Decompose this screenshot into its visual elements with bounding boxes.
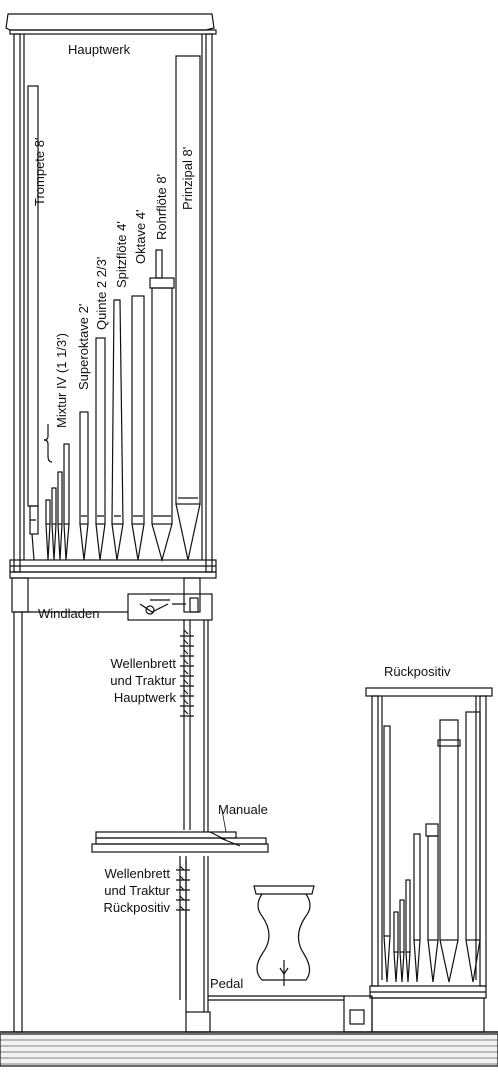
label-pedal: Pedal	[210, 976, 243, 991]
label-trompete: Trompete 8'	[32, 138, 47, 206]
label-traktur-hw-2: und Traktur	[110, 673, 176, 688]
pipe-superoktave	[79, 411, 89, 525]
label-traktur-rp-1: Wellenbrett	[104, 866, 170, 881]
pipe-oktave	[131, 295, 145, 525]
label-mixtur: Mixtur IV (1 1/3')	[54, 333, 69, 428]
pipe-mixtur-4	[63, 443, 70, 525]
floor	[0, 1031, 498, 1067]
manuale	[91, 831, 269, 853]
windlade-box	[127, 593, 213, 621]
label-traktur-hw-3: Hauptwerk	[114, 690, 177, 705]
pipe-spitzfloete	[111, 299, 124, 525]
label-quinte: Quinte 2 2/3'	[94, 257, 109, 330]
label-superoktave: Superoktave 2'	[76, 304, 91, 390]
windlade	[9, 571, 217, 621]
pipe-rohrfloete-cap	[149, 277, 175, 289]
pipe-mixtur-3	[57, 471, 63, 525]
leader-manuale	[221, 809, 227, 833]
hauptwerk-pipes	[27, 55, 201, 563]
labels: Hauptwerk Trompete 8' Mixtur IV (1 1/3')…	[32, 42, 451, 991]
pedal-area	[208, 885, 373, 1033]
pipe-mixtur-2	[51, 487, 57, 525]
hauptwerk-case	[5, 13, 217, 573]
label-traktur-rp-2: und Traktur	[104, 883, 170, 898]
pipe-mixtur-1	[45, 499, 51, 525]
label-spitzfloete: Spitzflöte 4'	[114, 221, 129, 288]
label-manuale: Manuale	[218, 802, 268, 817]
label-oktave: Oktave 4'	[133, 209, 148, 264]
label-rueckpositiv: Rückpositiv	[384, 664, 451, 679]
label-hauptwerk: Hauptwerk	[68, 42, 131, 57]
label-windladen: Windladen	[38, 606, 99, 621]
pipe-prinzipal	[175, 55, 201, 505]
label-prinzipal: Prinzipal 8'	[180, 147, 195, 210]
pipe-quinte	[95, 337, 106, 525]
label-traktur-rp-3: Rückpositiv	[104, 900, 171, 915]
drawing-lines	[0, 13, 498, 1067]
rueckpositiv-pipes	[383, 711, 481, 983]
traktur-rueckpositiv	[176, 856, 190, 1000]
label-rohrfloete: Rohrflöte 8'	[154, 174, 169, 240]
rp-pipe-reed	[383, 725, 391, 937]
pipe-rohrfloete	[151, 287, 173, 525]
traktur-hauptwerk	[180, 620, 194, 830]
label-traktur-hw-1: Wellenbrett	[110, 656, 176, 671]
